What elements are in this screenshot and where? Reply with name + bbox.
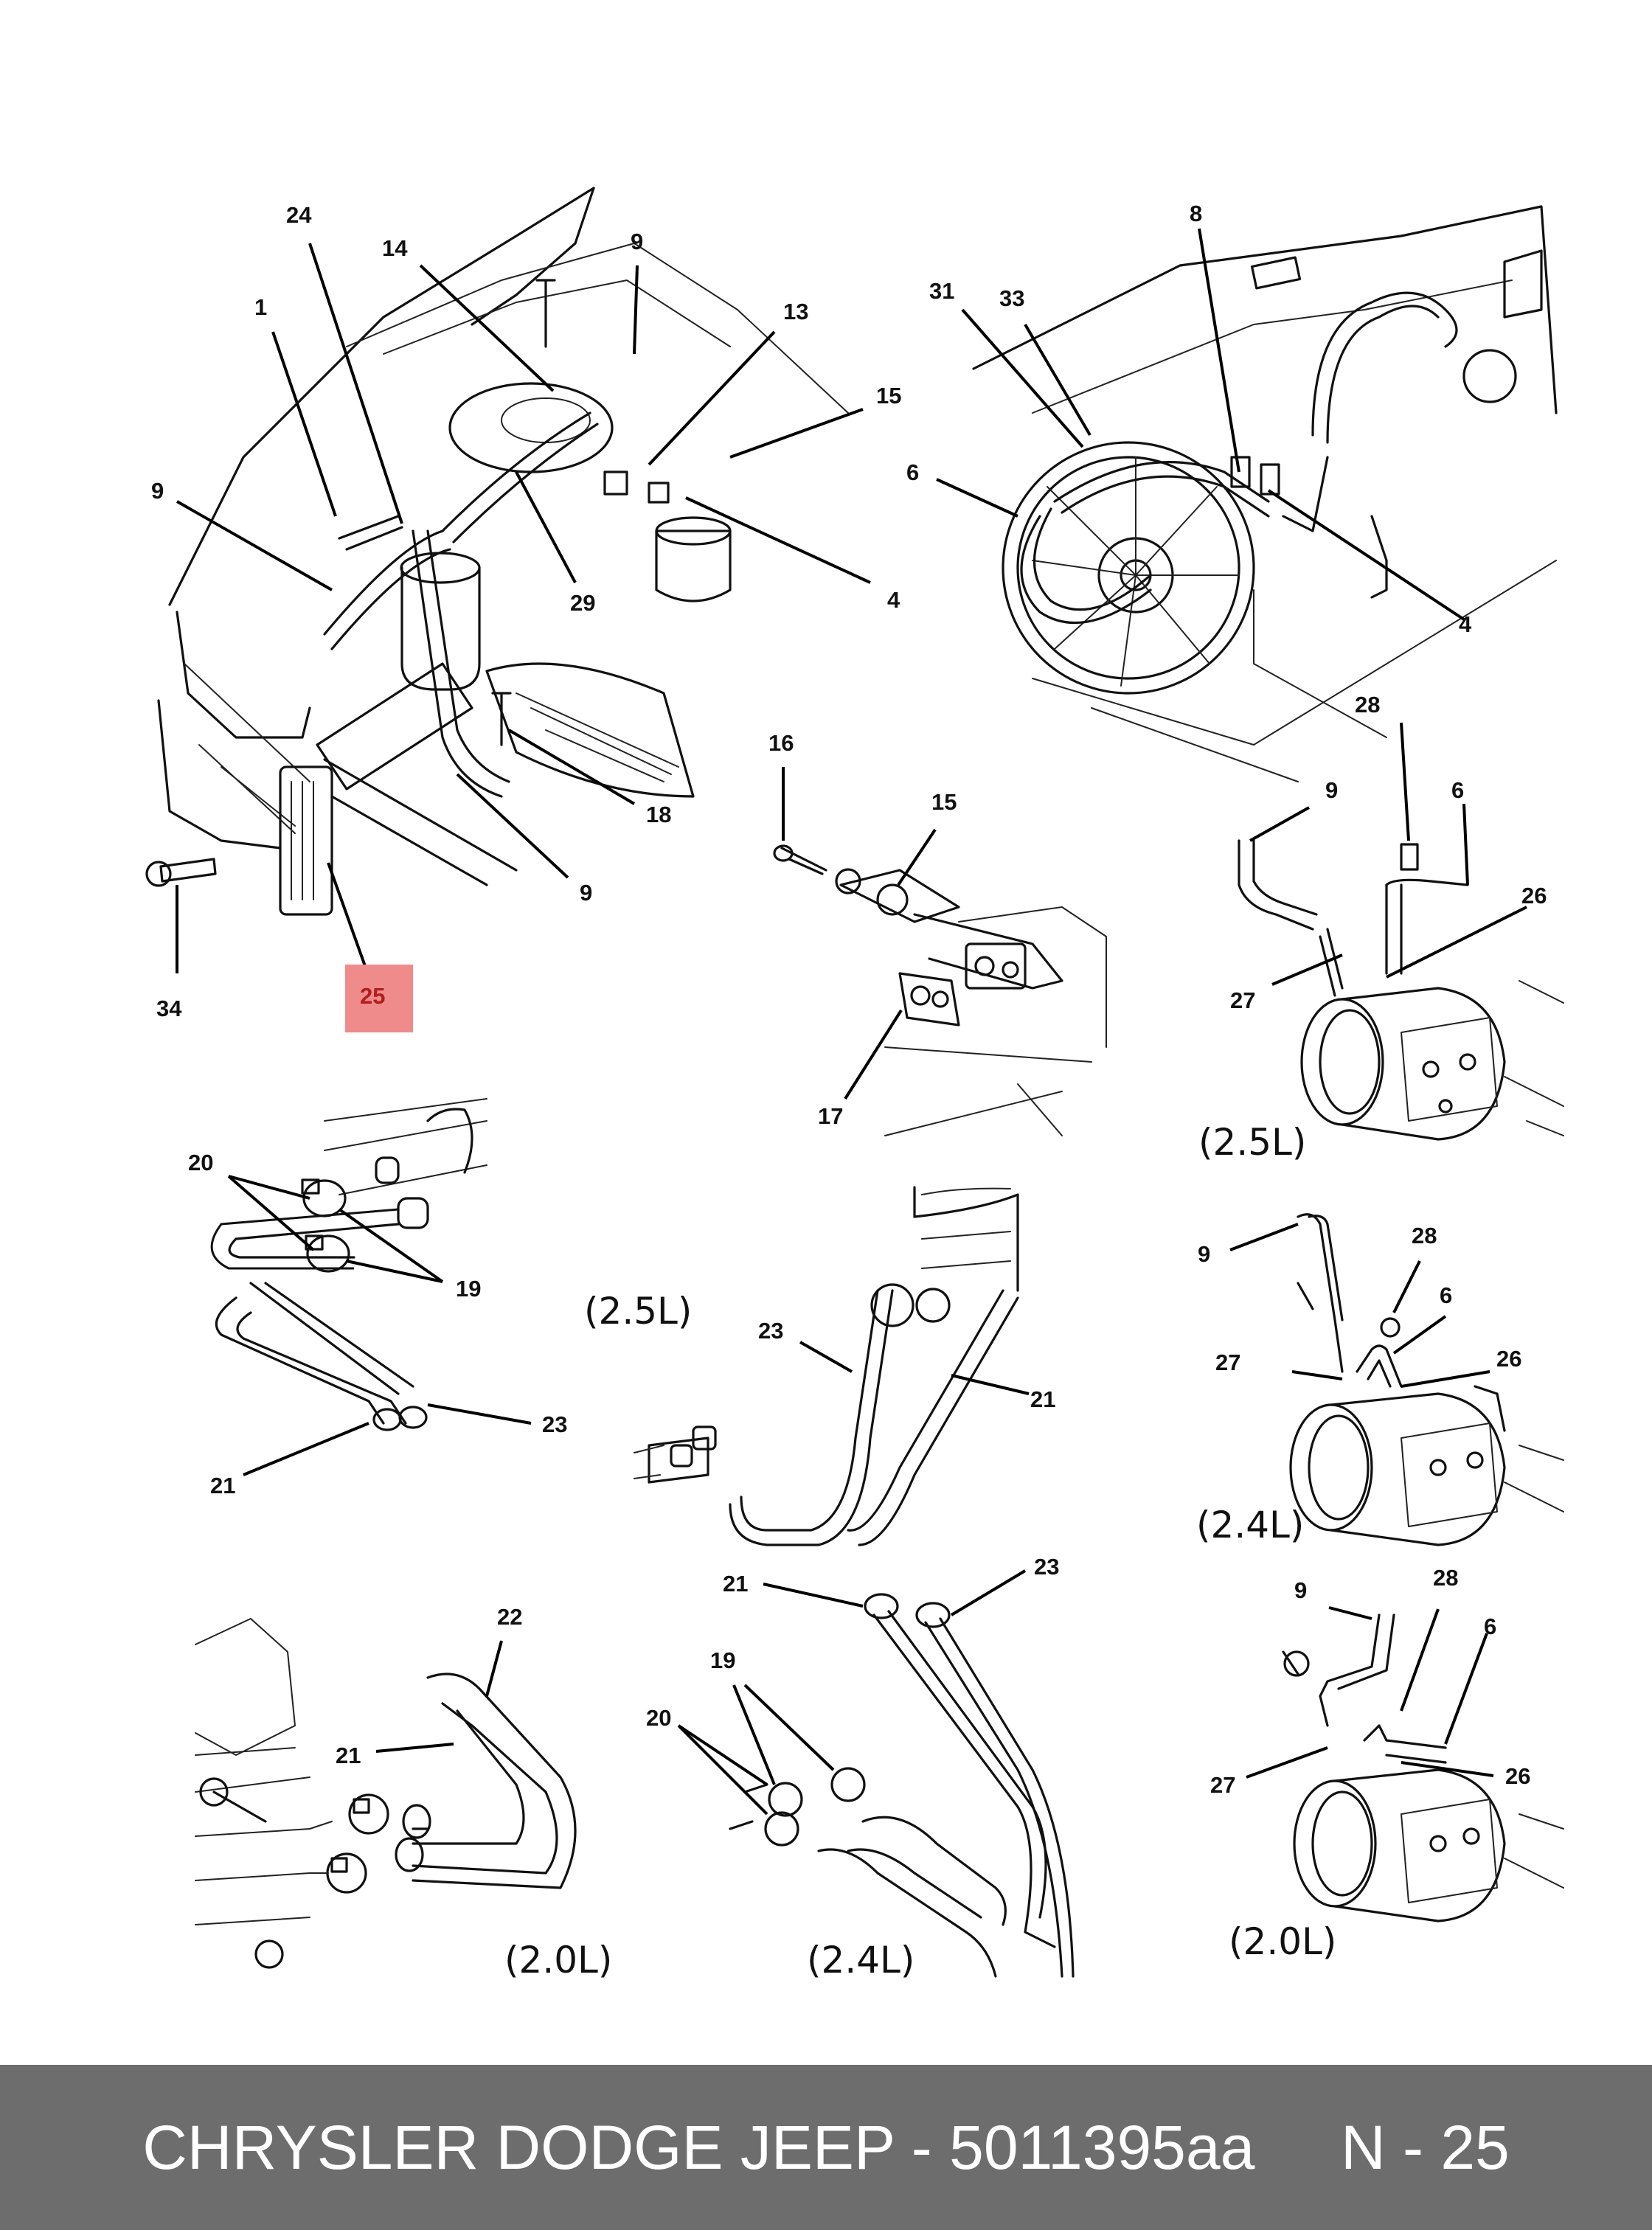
leader-lines-panel-5 [227, 1175, 532, 1476]
callout-27: 27 [1210, 1772, 1235, 1798]
callout-22: 22 [497, 1604, 522, 1630]
compressor-2-4l-illustration [1289, 1213, 1564, 1546]
callout-labels-panel-7: 9 28 6 27 26 [1198, 1223, 1521, 1375]
callout-19: 19 [710, 1647, 735, 1673]
callout-28: 28 [1412, 1223, 1437, 1248]
callout-26: 26 [1505, 1763, 1530, 1789]
callout-labels-panel-2: 31 33 8 6 4 [906, 201, 1472, 637]
engine-label-2-5l: (2.5L) [584, 1290, 692, 1333]
callout-21: 21 [1030, 1386, 1055, 1412]
callout-26: 26 [1496, 1346, 1521, 1372]
callout-17: 17 [818, 1103, 843, 1129]
leader-lines-panel-6 [799, 1341, 1030, 1395]
compressor-2-0l-illustration [1282, 1614, 1564, 1922]
engine-label-2-5l: (2.5L) [1198, 1121, 1306, 1164]
callout-28: 28 [1433, 1565, 1458, 1591]
callout-20: 20 [646, 1705, 671, 1731]
leader-lines-panel-1 [176, 243, 871, 973]
callout-27: 27 [1215, 1350, 1240, 1375]
callout-4: 4 [887, 587, 900, 613]
callout-13: 13 [783, 299, 808, 324]
callout-27: 27 [1230, 987, 1255, 1013]
callout-28: 28 [1355, 692, 1380, 718]
highlighted-part-25: 25 [345, 965, 413, 1032]
expansion-valve-illustration [773, 844, 1107, 1136]
callout-24: 24 [286, 202, 312, 228]
leader-lines-panel-2 [936, 228, 1465, 621]
callout-9: 9 [151, 478, 164, 504]
heater-hoses-2-0l-illustration [195, 1618, 577, 1969]
heater-hoses-2-4l-illustration [729, 1593, 1075, 1978]
callout-labels-panel-5: 20 19 23 21 [188, 1150, 567, 1498]
engine-label-2-4l: (2.4L) [1196, 1504, 1304, 1546]
callout-9: 9 [631, 229, 643, 254]
heater-hoses-2-5l-left-illustration [210, 1098, 487, 1431]
leader-lines-panel-10 [1246, 1606, 1494, 1779]
callout-labels-panel-6: 23 21 [758, 1318, 1055, 1412]
callout-16: 16 [768, 730, 794, 756]
callout-1: 1 [254, 294, 267, 320]
leader-lines-panel-9 [677, 1569, 1027, 1816]
callout-labels-panel-8: 22 21 [336, 1604, 522, 1768]
callout-18: 18 [646, 802, 671, 827]
callout-26: 26 [1521, 883, 1547, 909]
callout-23: 23 [542, 1411, 567, 1437]
callout-23: 23 [758, 1318, 783, 1344]
heater-hoses-2-5l-mid-illustration [634, 1186, 1019, 1546]
engine-label-2-0l: (2.0L) [504, 1939, 612, 1981]
footer-bar: CHRYSLER DODGE JEEP - 5011395aa N - 25 [0, 2065, 1652, 2230]
callout-21: 21 [210, 1473, 235, 1498]
leader-lines-panel-4 [1249, 722, 1527, 986]
callout-20: 20 [188, 1150, 213, 1175]
callout-21: 21 [336, 1743, 361, 1768]
callout-labels-panel-3: 16 15 17 [768, 730, 957, 1129]
callout-labels-panel-10: 9 28 6 27 26 [1210, 1565, 1530, 1798]
leader-lines-panel-8 [375, 1640, 503, 1753]
callout-23: 23 [1034, 1554, 1059, 1580]
callout-15: 15 [876, 383, 901, 409]
engine-label-2-4l: (2.4L) [807, 1939, 914, 1981]
compressor-2-5l-illustration [1238, 839, 1564, 1141]
callout-labels-panel-4: 28 9 6 26 27 [1230, 692, 1547, 1013]
fan-shroud-illustration [972, 205, 1558, 782]
callout-9: 9 [1294, 1577, 1307, 1603]
callout-9: 9 [1198, 1241, 1210, 1267]
leader-lines-panel-3 [782, 767, 937, 1100]
callout-6: 6 [906, 459, 919, 485]
callout-29: 29 [570, 590, 595, 616]
engine-bay-illustration [145, 187, 849, 916]
callout-33: 33 [999, 285, 1024, 311]
callout-6: 6 [1484, 1614, 1496, 1639]
callout-9: 9 [1325, 777, 1338, 803]
callout-labels-panel-1: 24 14 1 9 13 15 9 29 4 18 9 34 [151, 202, 901, 1021]
callout-21: 21 [723, 1571, 748, 1597]
callout-19: 19 [456, 1276, 481, 1302]
callout-34: 34 [156, 996, 182, 1021]
callout-25: 25 [360, 983, 385, 1009]
leader-lines-panel-7 [1229, 1223, 1490, 1388]
highlight-box [345, 965, 413, 1032]
footer-part-number: CHRYSLER DODGE JEEP - 5011395aa N - 25 [142, 2112, 1510, 2182]
callout-14: 14 [382, 235, 408, 261]
callout-8: 8 [1190, 201, 1202, 226]
callout-9: 9 [580, 880, 592, 906]
callout-31: 31 [929, 278, 954, 304]
callout-15: 15 [931, 789, 957, 815]
callout-6: 6 [1451, 777, 1464, 803]
callout-6: 6 [1440, 1282, 1452, 1308]
callout-4: 4 [1459, 611, 1472, 637]
callout-labels-panel-9: 21 23 19 20 [646, 1554, 1059, 1731]
engine-label-2-0l: (2.0L) [1229, 1920, 1336, 1963]
